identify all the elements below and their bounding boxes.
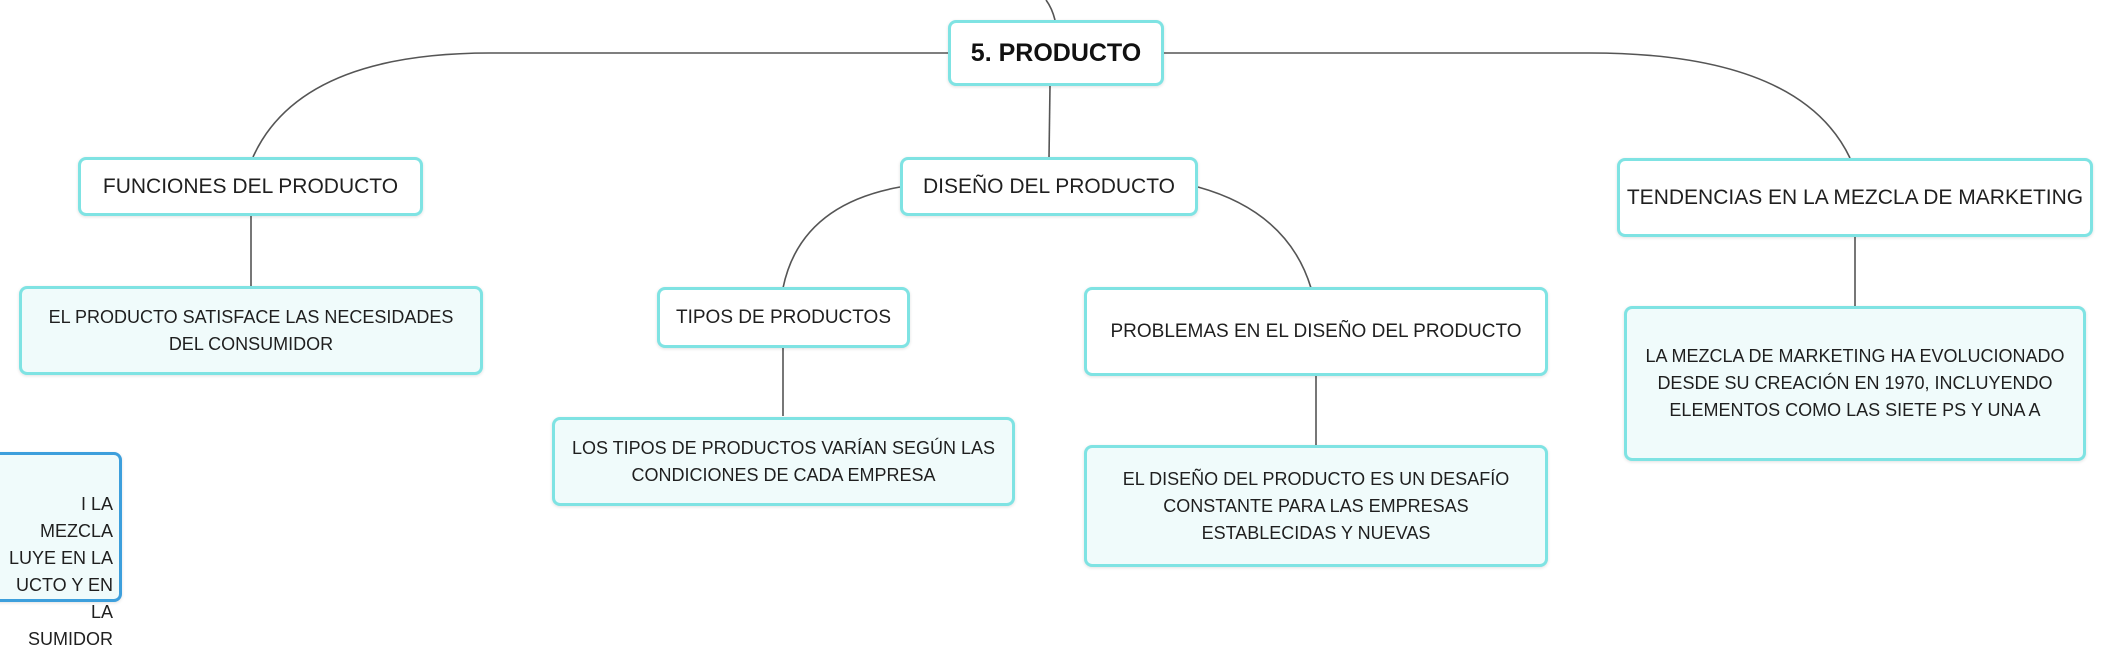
leaf-problemas-descripcion[interactable]: EL DISEÑO DEL PRODUCTO ES UN DESAFÍO CON… [1084,445,1548,567]
connector-lines [250,0,1856,445]
leaf-text-line: DESDE SU CREACIÓN EN 1970, INCLUYENDO [1657,373,2053,393]
leaf-text-line: CONSTANTE PARA LAS EMPRESAS [1163,495,1469,516]
partial-offscreen-node[interactable]: I LA MEZCLA LUYE EN LA UCTO Y EN LA SUMI… [0,452,122,649]
edge-diseno-problemas [1197,186,1312,289]
topic-label: TIPOS DE PRODUCTOS [675,306,891,328]
edge-root-diseno [1048,85,1051,159]
edge-root-tendencias [1164,52,1851,159]
leaf-text-line: I LA MEZCLA [39,494,113,541]
leaf-text-line: SUMIDOR [28,629,113,649]
leaf-text-line: EL DISEÑO DEL PRODUCTO ES UN DESAFÍO [1122,468,1510,489]
leaf-tipos-descripcion[interactable]: LOS TIPOS DE PRODUCTOS VARÍAN SEGÚN LAS … [552,417,1015,506]
topic-label: DISEÑO DEL PRODUCTO [922,174,1176,198]
leaf-text-line: ELEMENTOS COMO LAS SIETE PS Y UNA A [1669,400,2041,420]
leaf-text-line: LUYE EN LA [8,548,113,568]
root-node[interactable]: 5. PRODUCTO [948,20,1164,86]
leaf-text-line: UCTO Y EN LA [15,575,113,622]
topic-label: PROBLEMAS EN EL DISEÑO DEL PRODUCTO [1110,320,1522,342]
topic-label: TENDENCIAS EN LA MEZCLA DE MARKETING [1626,185,2084,209]
topic-tipos-de-productos[interactable]: TIPOS DE PRODUCTOS [657,287,910,348]
leaf-text-line: EL PRODUCTO SATISFACE LAS NECESIDADES [48,306,454,327]
topic-funciones-del-producto[interactable]: FUNCIONES DEL PRODUCTO [78,157,423,216]
root-node-label: 5. PRODUCTO [970,38,1142,67]
edge-root-parent [1045,0,1056,21]
topic-diseno-del-producto[interactable]: DISEÑO DEL PRODUCTO [900,157,1198,216]
leaf-text-line: LOS TIPOS DE PRODUCTOS VARÍAN SEGÚN LAS [571,437,996,458]
leaf-text-line: ESTABLECIDAS Y NUEVAS [1201,522,1431,543]
edge-diseno-tipos [782,186,901,289]
topic-problemas-diseno-producto[interactable]: PROBLEMAS EN EL DISEÑO DEL PRODUCTO [1084,287,1548,376]
leaf-text-line: CONDICIONES DE CADA EMPRESA [631,464,936,485]
topic-tendencias-mezcla-marketing[interactable]: TENDENCIAS EN LA MEZCLA DE MARKETING [1617,158,2093,237]
topic-label: FUNCIONES DEL PRODUCTO [102,174,399,198]
leaf-text-line: DEL CONSUMIDOR [168,333,334,354]
leaf-funciones-descripcion[interactable]: EL PRODUCTO SATISFACE LAS NECESIDADES DE… [19,286,483,375]
edge-root-funciones [252,52,948,158]
leaf-tendencias-descripcion[interactable]: LA MEZCLA DE MARKETING HA EVOLUCIONADO D… [1624,306,2086,461]
leaf-text-line: LA MEZCLA DE MARKETING HA EVOLUCIONADO [1645,346,2065,366]
